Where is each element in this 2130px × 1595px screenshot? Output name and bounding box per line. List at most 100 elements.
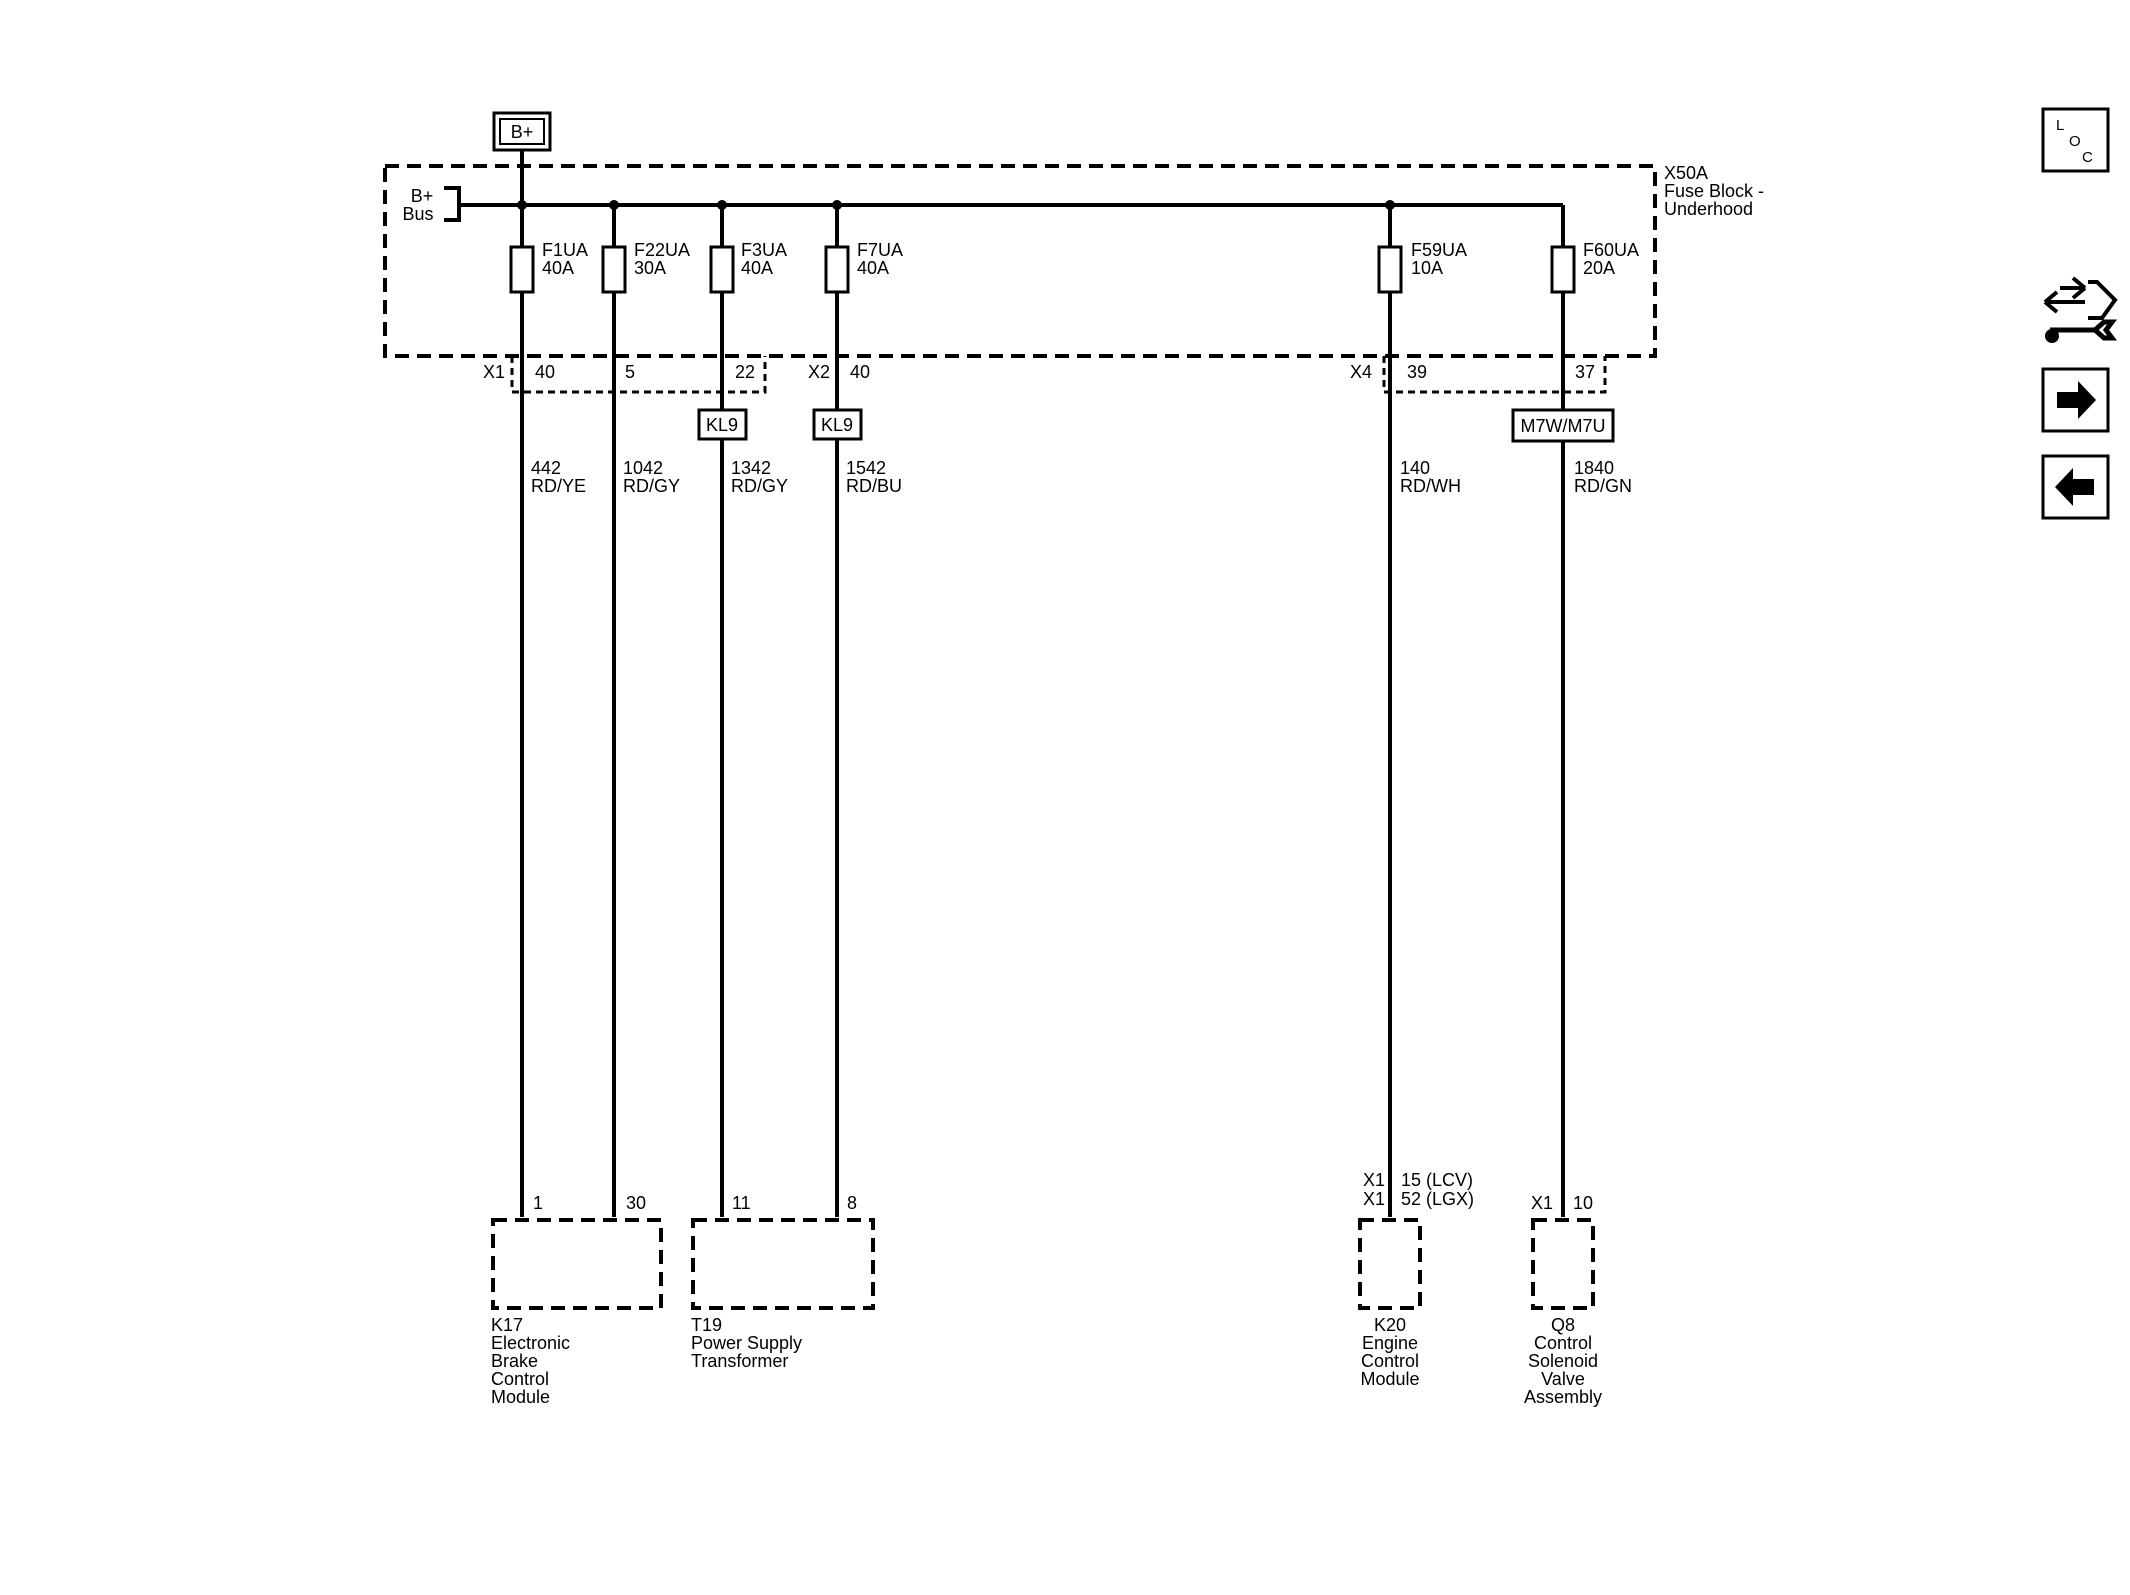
component-q8: X1 10 Q8 Control Solenoid Valve Assembly (1524, 1193, 1602, 1407)
option-m7w-box (1511, 408, 1615, 443)
circuit-1342: F3UA 40A KL9 1342 RD/GY (697, 200, 788, 1217)
q8-label-line3: Solenoid (1528, 1351, 1598, 1371)
fuse-f60ua-id: F60UA (1583, 240, 1639, 260)
wire-1840-color: RD/GN (1574, 476, 1632, 496)
connector-x1-outline (510, 356, 767, 394)
option-kl9-b-box (812, 408, 863, 441)
fuse-f59ua-id: F59UA (1411, 240, 1467, 260)
option-m7w: M7W/M7U (1521, 416, 1606, 436)
fuse-block-outline (383, 164, 1657, 358)
k17-label-line2: Electronic (491, 1333, 570, 1353)
k20-pin-b: 52 (LGX) (1401, 1189, 1474, 1209)
k17-pin-1: 1 (533, 1193, 543, 1213)
circuit-1542: F7UA 40A KL9 1542 RD/BU (812, 200, 903, 1217)
fuse-f7ua-symbol (824, 245, 850, 294)
k20-conn-a: X1 (1363, 1170, 1385, 1190)
x1-pin-5: 5 (625, 362, 635, 382)
bus-label-line1: B+ (411, 186, 434, 206)
x4-pin-39: 39 (1407, 362, 1427, 382)
wire-1342-color: RD/GY (731, 476, 788, 496)
connector-wrench-icon (2043, 276, 2118, 343)
previous-page-button[interactable] (2041, 454, 2110, 520)
power-source-b-plus: B+ (492, 111, 552, 152)
fuse-f3ua-rating: 40A (741, 258, 773, 278)
k17-label-line4: Control (491, 1369, 549, 1389)
fuse-block-name-line1: Fuse Block - (1664, 181, 1764, 201)
wire-1042-circuit: 1042 (623, 458, 663, 478)
q8-label-line1: Q8 (1551, 1315, 1575, 1335)
wire-1542-circuit: 1542 (846, 458, 886, 478)
fuse-block-name-line2: Underhood (1664, 199, 1753, 219)
bus-label-line2: Bus (402, 204, 433, 224)
x4-pin-37: 37 (1575, 362, 1595, 382)
fuse-f3ua-id: F3UA (741, 240, 787, 260)
k20-pin-a: 15 (LCV) (1401, 1170, 1473, 1190)
fuse-f7ua-rating: 40A (857, 258, 889, 278)
connector-x4-label: X4 (1350, 362, 1372, 382)
wire-1342-circuit: 1342 (731, 458, 771, 478)
connector-x2-label: X2 (808, 362, 830, 382)
option-kl9-a-box (697, 408, 748, 441)
k20-label-line2: Engine (1362, 1333, 1418, 1353)
t19-pin-11: 11 (732, 1193, 751, 1213)
fuse-f22ua-id: F22UA (634, 240, 690, 260)
k17-label-line5: Module (491, 1387, 550, 1407)
arrow-right-icon (2057, 381, 2096, 419)
k17-label-line3: Brake (491, 1351, 538, 1371)
component-k17: 1 30 K17 Electronic Brake Control Module (491, 1193, 663, 1407)
fuse-block-id: X50A (1664, 163, 1708, 183)
k17-label-line1: K17 (491, 1315, 523, 1335)
k17-pin-30: 30 (626, 1193, 646, 1213)
fuse-f7ua-id: F7UA (857, 240, 903, 260)
x1-pin-22: 22 (735, 362, 755, 382)
k20-label-line1: K20 (1374, 1315, 1406, 1335)
circuit-1840: F60UA 20A M7W/M7U 1840 RD/GN (1511, 240, 1639, 1217)
wire-1840-circuit: 1840 (1574, 458, 1614, 478)
fuse-f22ua-symbol (601, 245, 627, 294)
wire-1042-color: RD/GY (623, 476, 680, 496)
arrow-left-icon (2055, 468, 2094, 506)
k20-label-line4: Module (1360, 1369, 1419, 1389)
wire-1542-color: RD/BU (846, 476, 902, 496)
loc-letter-l: L (2056, 117, 2064, 134)
wire-442-circuit: 442 (531, 458, 561, 478)
fuse-f1ua-rating: 40A (542, 258, 574, 278)
wire-140-circuit: 140 (1400, 458, 1430, 478)
option-kl9-b: KL9 (821, 415, 853, 435)
x2-pin-40: 40 (850, 362, 870, 382)
fuse-f60ua-symbol (1550, 245, 1576, 294)
fuse-f60ua-rating: 20A (1583, 258, 1615, 278)
next-page-button[interactable] (2041, 367, 2110, 433)
q8-label-line4: Valve (1541, 1369, 1585, 1389)
component-t19: 11 8 T19 Power Supply Transformer (691, 1193, 875, 1371)
circuit-140: F59UA 10A 140 RD/WH (1377, 200, 1467, 1217)
fuse-f59ua-symbol (1377, 245, 1403, 294)
fuse-f1ua-id: F1UA (542, 240, 588, 260)
power-source-label: B+ (511, 122, 534, 142)
t19-pin-8: 8 (847, 1193, 857, 1213)
fuse-f3ua-symbol (709, 245, 735, 294)
x1-pin-40: 40 (535, 362, 555, 382)
q8-pin: 10 (1573, 1193, 1593, 1213)
q8-conn: X1 (1531, 1193, 1553, 1213)
loc-letter-c: C (2082, 149, 2093, 166)
k20-conn-b: X1 (1363, 1189, 1385, 1209)
wire-140-color: RD/WH (1400, 476, 1461, 496)
connector-x4-outline (1382, 356, 1607, 394)
t19-label-line3: Transformer (691, 1351, 788, 1371)
connector-x1-label: X1 (483, 362, 505, 382)
t19-label-line2: Power Supply (691, 1333, 802, 1353)
fuse-f22ua-rating: 30A (634, 258, 666, 278)
component-k20: X1 15 (LCV) X1 52 (LGX) K20 Engine Contr… (1358, 1170, 1474, 1389)
t19-label-line1: T19 (691, 1315, 722, 1335)
circuit-442: F1UA 40A 442 RD/YE (509, 150, 588, 1217)
q8-label-line5: Assembly (1524, 1387, 1602, 1407)
wire-442-color: RD/YE (531, 476, 586, 496)
location-button[interactable]: L O C (2041, 107, 2110, 173)
option-kl9-a: KL9 (706, 415, 738, 435)
q8-label-line2: Control (1534, 1333, 1592, 1353)
fuse-f59ua-rating: 10A (1411, 258, 1443, 278)
connector-end-view-button[interactable] (2043, 276, 2118, 343)
k20-label-line3: Control (1361, 1351, 1419, 1371)
